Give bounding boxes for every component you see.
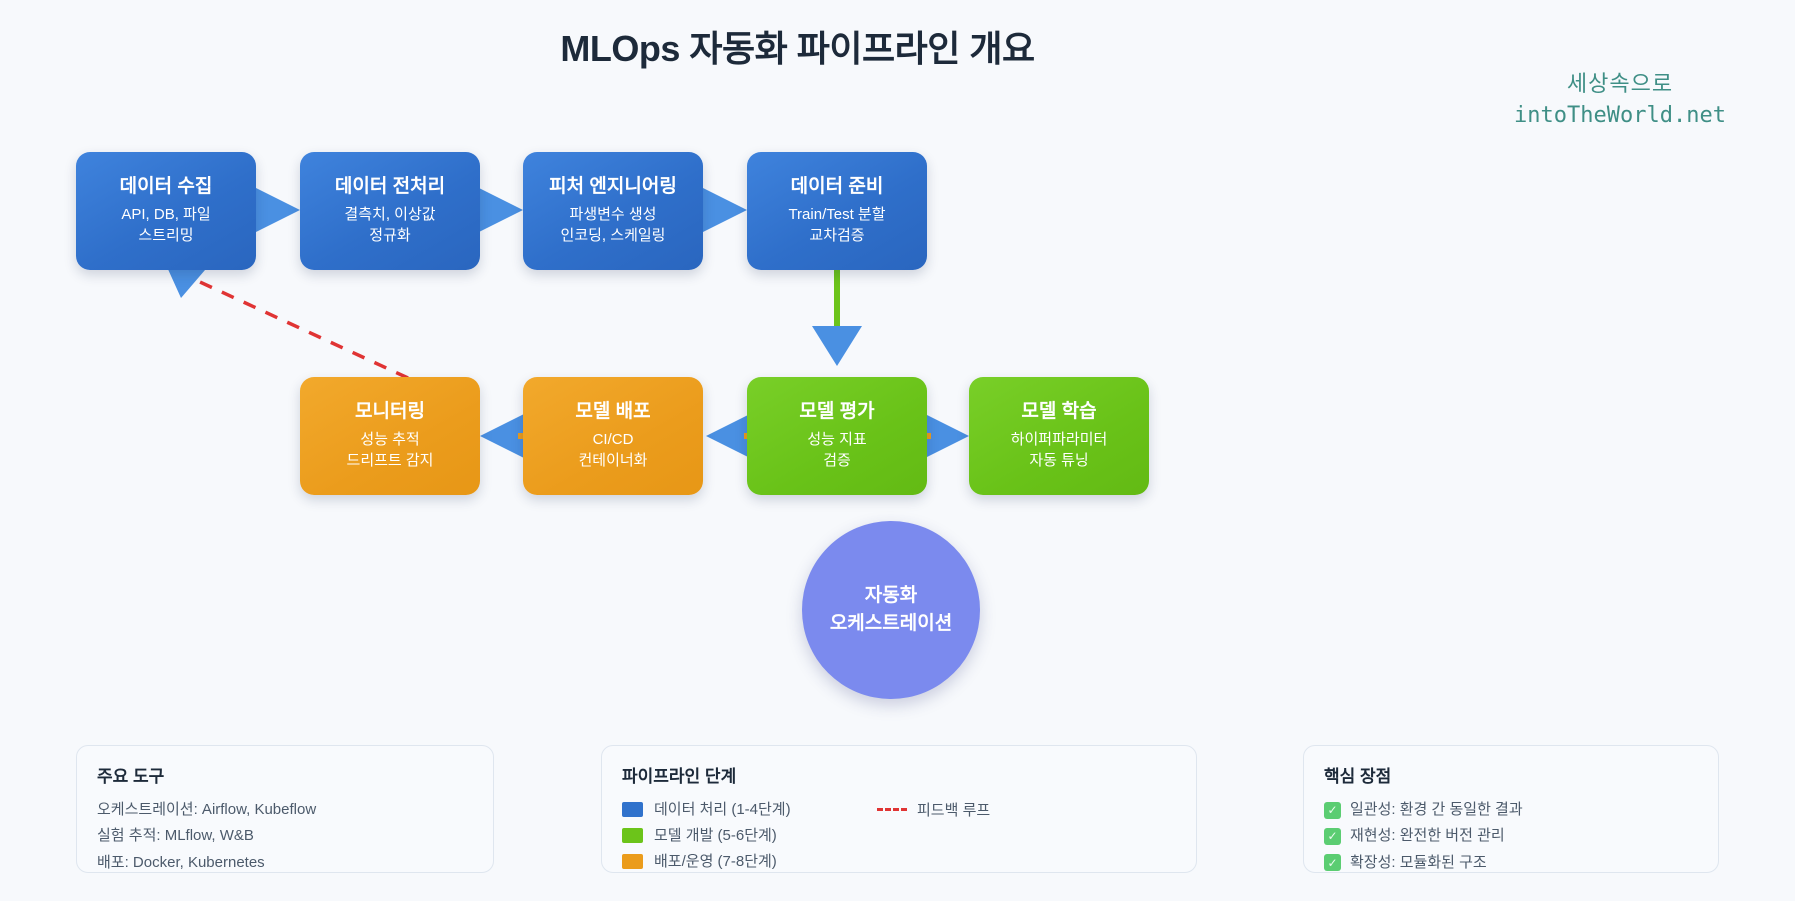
arrow-preparation-to-evaluation xyxy=(812,326,862,366)
node-line-2: 자동 튜닝 xyxy=(1029,452,1089,470)
node-line-1: 성능 추적 xyxy=(360,430,420,448)
watermark-line-2: intoTheWorld.net xyxy=(1514,102,1726,128)
legend-swatch-icon xyxy=(622,853,643,869)
legend-columns: 데이터 처리 (1-4단계) 모델 개발 (5-6단계) 배포/운영 (7-8단… xyxy=(622,797,1176,874)
node-model-evaluation[interactable]: 모델 평가 성능 지표 검증 xyxy=(747,377,927,495)
dashed-line-icon xyxy=(877,808,907,811)
panel-stages-title: 파이프라인 단계 xyxy=(622,767,737,786)
legend-item-data-processing: 데이터 처리 (1-4단계) xyxy=(622,797,877,823)
benefit-item-consistency: ✓ 일관성: 환경 간 동일한 결과 xyxy=(1324,797,1698,823)
node-line-2: 스트리밍 xyxy=(138,227,194,245)
check-icon: ✓ xyxy=(1324,827,1341,845)
node-title: 데이터 준비 xyxy=(790,175,884,197)
panel-tools-title: 주요 도구 xyxy=(97,767,165,786)
legend-item-feedback-loop: 피드백 루프 xyxy=(877,799,990,820)
node-data-preprocess[interactable]: 데이터 전처리 결측치, 이상값 정규화 xyxy=(300,152,480,270)
feedback-loop-arrowhead xyxy=(167,267,205,298)
legend-color-column: 데이터 처리 (1-4단계) 모델 개발 (5-6단계) 배포/운영 (7-8단… xyxy=(622,797,877,874)
legend-item-label: 배포/운영 (7-8단계) xyxy=(654,852,777,870)
node-line-2: 컨테이너화 xyxy=(578,452,648,470)
check-icon: ✓ xyxy=(1324,854,1341,872)
node-model-deploy[interactable]: 모델 배포 CI/CD 컨테이너화 xyxy=(523,377,703,495)
node-line-1: 파생변수 생성 xyxy=(569,205,657,223)
node-line-1: 성능 지표 xyxy=(807,430,867,448)
legend-item-model-development: 모델 개발 (5-6단계) xyxy=(622,823,877,849)
legend-swatch-icon xyxy=(622,802,643,818)
legend-item-deploy-ops: 배포/운영 (7-8단계) xyxy=(622,849,877,875)
node-data-preparation[interactable]: 데이터 준비 Train/Test 분할 교차검증 xyxy=(747,152,927,270)
orchestration-line-1: 자동화 xyxy=(864,585,918,607)
benefit-item-reproducibility: ✓ 재현성: 완전한 버전 관리 xyxy=(1324,823,1698,849)
panel-tools: 주요 도구 오케스트레이션: Airflow, Kubeflow 실험 추적: … xyxy=(76,745,494,873)
benefit-item-scalability: ✓ 확장성: 모듈화된 구조 xyxy=(1324,850,1698,876)
node-line-1: 하이퍼파라미터 xyxy=(1010,430,1108,448)
node-line-1: CI/CD xyxy=(592,430,634,448)
page-title: MLOps 자동화 파이프라인 개요 xyxy=(0,20,1795,72)
panel-tools-line-3: 배포: Docker, Kubernetes xyxy=(97,853,265,871)
node-title: 모델 학습 xyxy=(1021,400,1097,422)
page-title-text: MLOps 자동화 파이프라인 개요 xyxy=(560,28,1035,69)
node-line-2: 검증 xyxy=(823,452,851,470)
legend-feedback-column: 피드백 루프 xyxy=(877,797,990,874)
arrow-collection-to-preprocess xyxy=(256,188,300,232)
node-title: 데이터 수집 xyxy=(119,175,213,197)
arrow-deploy-to-monitoring xyxy=(480,414,524,458)
node-line-1: Train/Test 분할 xyxy=(788,205,886,223)
watermark: 세상속으로 intoTheWorld.net xyxy=(1455,68,1785,132)
node-title: 데이터 전처리 xyxy=(334,175,446,197)
node-line-2: 교차검증 xyxy=(809,227,865,245)
arrow-evaluation-to-deploy xyxy=(706,414,750,458)
legend-item-label: 데이터 처리 (1-4단계) xyxy=(654,801,791,818)
node-model-training[interactable]: 모델 학습 하이퍼파라미터 자동 튜닝 xyxy=(969,377,1149,495)
node-title: 모니터링 xyxy=(355,400,425,422)
watermark-line-1: 세상속으로 xyxy=(1566,71,1674,96)
node-title: 모델 배포 xyxy=(575,400,651,422)
node-title: 모델 평가 xyxy=(799,400,875,422)
benefit-label: 재현성: 완전한 버전 관리 xyxy=(1350,827,1505,845)
feedback-loop-line xyxy=(199,280,409,380)
node-data-collection[interactable]: 데이터 수집 API, DB, 파일 스트리밍 xyxy=(76,152,256,270)
arrow-feature-to-preparation xyxy=(703,188,747,232)
arrow-preprocess-to-feature xyxy=(479,188,523,232)
orchestration-line-2: 오케스트레이션 xyxy=(829,613,953,634)
node-line-2: 인코딩, 스케일링 xyxy=(560,227,666,245)
panel-tools-line-2: 실험 추적: MLflow, W&B xyxy=(97,827,254,845)
arrow-evaluation-to-training xyxy=(925,414,969,458)
node-line-2: 정규화 xyxy=(369,227,411,245)
orchestration-label: 자동화 오케스트레이션 xyxy=(830,582,952,637)
node-monitoring[interactable]: 모니터링 성능 추적 드리프트 감지 xyxy=(300,377,480,495)
node-feature-engineering[interactable]: 피처 엔지니어링 파생변수 생성 인코딩, 스케일링 xyxy=(523,152,703,270)
panel-tools-line-1: 오케스트레이션: Airflow, Kubeflow xyxy=(97,801,317,818)
legend-swatch-icon xyxy=(622,828,643,844)
panel-benefits: 핵심 장점 ✓ 일관성: 환경 간 동일한 결과 ✓ 재현성: 완전한 버전 관… xyxy=(1303,745,1719,873)
legend-feedback-label: 피드백 루프 xyxy=(917,802,991,819)
node-orchestration[interactable]: 자동화 오케스트레이션 xyxy=(802,521,980,699)
node-title: 피처 엔지니어링 xyxy=(549,175,677,197)
node-line-1: API, DB, 파일 xyxy=(121,205,211,223)
legend-item-label: 모델 개발 (5-6단계) xyxy=(654,826,777,844)
benefit-label: 일관성: 환경 간 동일한 결과 xyxy=(1350,801,1523,818)
panel-stages: 파이프라인 단계 데이터 처리 (1-4단계) 모델 개발 (5-6단계) 배포… xyxy=(601,745,1197,873)
benefit-label: 확장성: 모듈화된 구조 xyxy=(1350,853,1487,871)
node-line-1: 결측치, 이상값 xyxy=(344,205,436,223)
panel-benefits-title: 핵심 장점 xyxy=(1324,767,1392,786)
check-icon: ✓ xyxy=(1324,801,1341,819)
node-line-2: 드리프트 감지 xyxy=(346,452,434,470)
